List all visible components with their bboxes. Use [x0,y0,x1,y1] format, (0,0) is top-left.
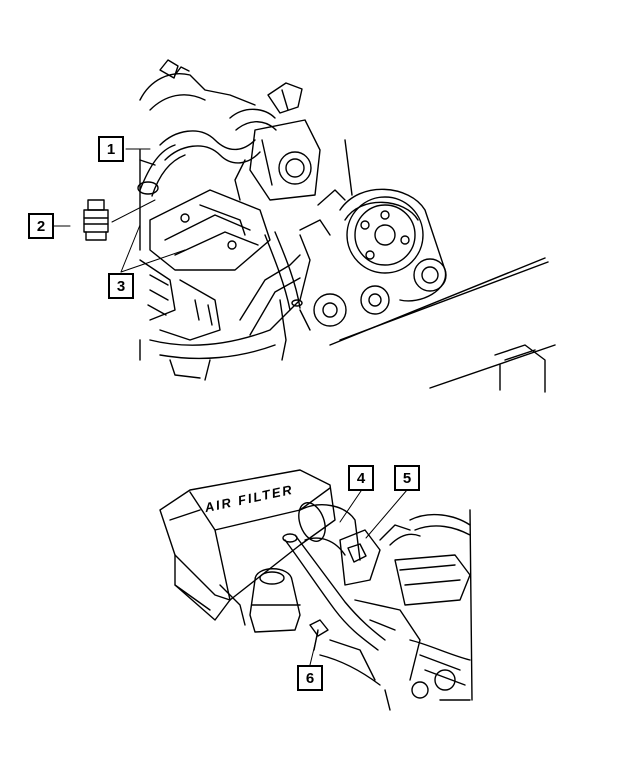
callout-5: 5 [394,465,420,491]
callout-6: 6 [297,665,323,691]
callout-1: 1 [98,136,124,162]
pcv-valve [83,199,109,241]
callout-2: 2 [28,213,54,239]
leader-lines-top [53,148,186,273]
leader-lines-bottom [309,489,408,666]
air-box-lettering: AIR FILTER [202,482,295,516]
upper-engine-view [137,59,556,393]
callout-3: 3 [108,273,134,299]
callout-4: 4 [348,465,374,491]
